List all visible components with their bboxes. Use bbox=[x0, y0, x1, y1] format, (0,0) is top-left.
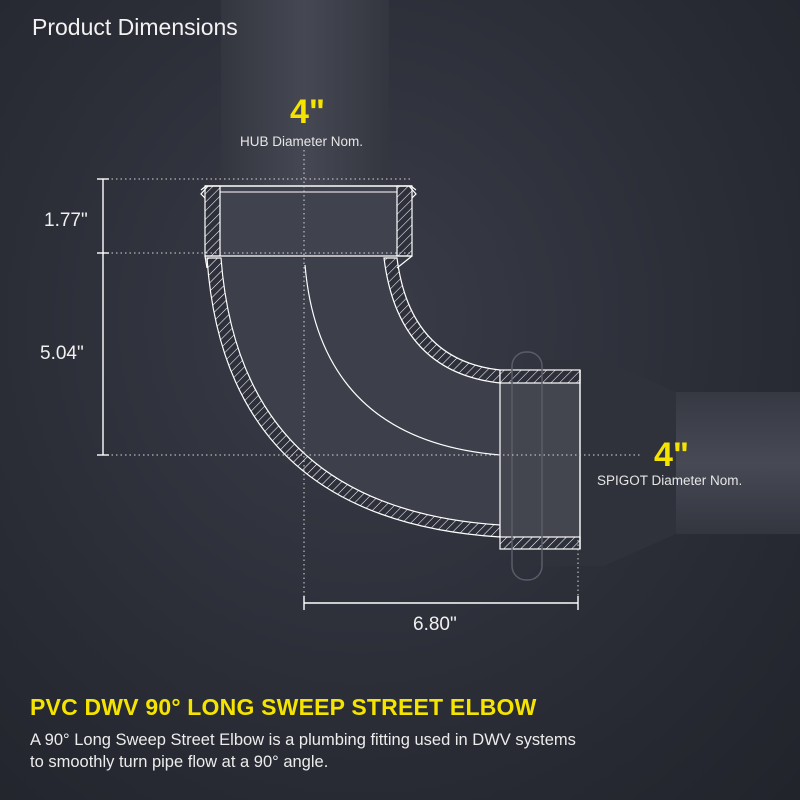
elbow-body bbox=[207, 258, 500, 537]
elbow-centerline bbox=[304, 264, 501, 456]
product-description-line-2: to smoothly turn pipe flow at a 90° angl… bbox=[30, 753, 329, 771]
page-title: Product Dimensions bbox=[32, 14, 238, 40]
right-pipe bbox=[676, 392, 800, 534]
spigot-size-value: 4" bbox=[654, 436, 690, 474]
hub-socket bbox=[205, 186, 412, 256]
hub-size-value: 4" bbox=[290, 93, 326, 131]
body-height-label: 5.04" bbox=[40, 343, 84, 364]
spigot-band bbox=[511, 351, 543, 581]
hub-size-label: HUB Diameter Nom. bbox=[240, 134, 364, 149]
hub-wall-right bbox=[396, 185, 413, 257]
hub-depth-label: 1.77" bbox=[44, 210, 88, 231]
spigot-size-label: SPIGOT Diameter Nom. bbox=[597, 473, 743, 488]
spigot-offset-label: 6.80" bbox=[413, 614, 457, 635]
top-pipe bbox=[221, 0, 389, 185]
spigot-end bbox=[500, 383, 580, 537]
product-description-line-1: A 90° Long Sweep Street Elbow is a plumb… bbox=[30, 731, 576, 749]
product-title: PVC DWV 90° LONG SWEEP STREET ELBOW bbox=[30, 694, 537, 720]
hub-wall-left bbox=[204, 185, 221, 257]
product-description: A 90° Long Sweep Street Elbow is a plumb… bbox=[30, 729, 576, 773]
